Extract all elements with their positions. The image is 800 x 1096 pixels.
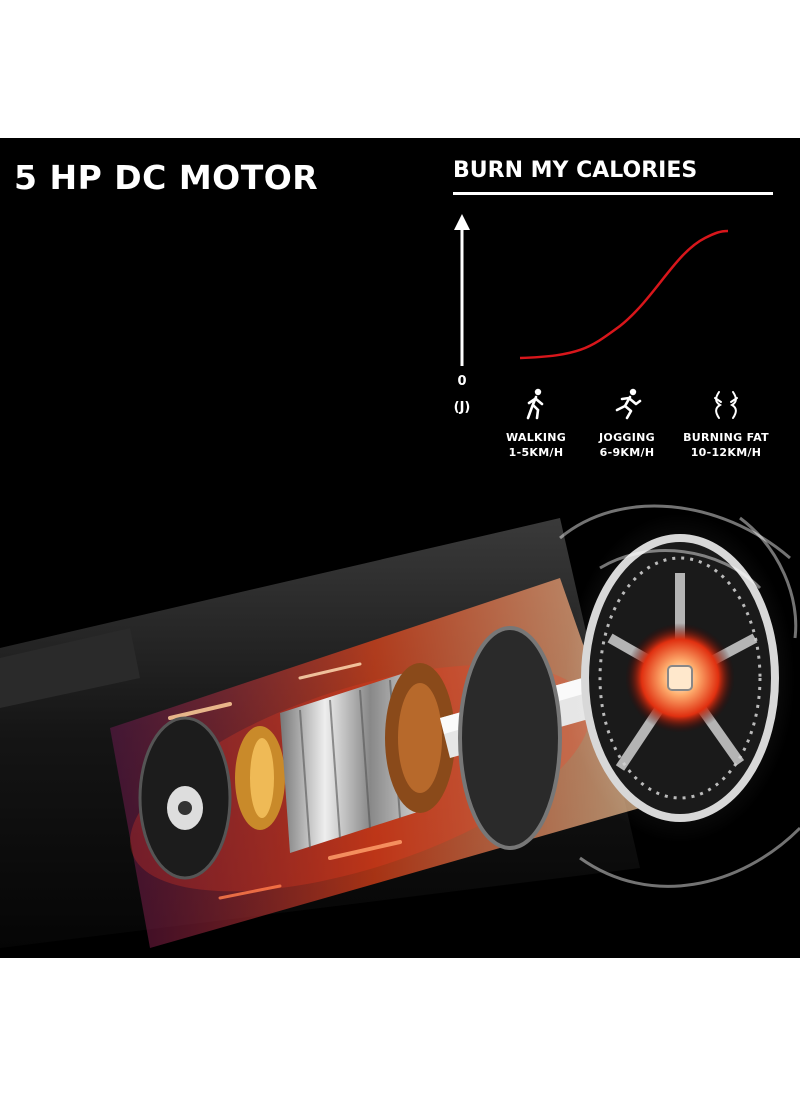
chart-title: BURN MY CALORIES (453, 158, 698, 183)
headline: 5 HP DC MOTOR (14, 158, 319, 197)
walking-person-icon (526, 388, 544, 420)
body-fat-icon (714, 391, 738, 419)
running-person-icon (615, 388, 642, 420)
activity-jogging: JOGGING 6-9KM/H (572, 388, 682, 460)
activity-name: JOGGING (599, 431, 655, 444)
activity-name: BURNING FAT (683, 431, 769, 444)
calorie-curve-chart (454, 214, 729, 366)
calorie-curve (519, 229, 729, 360)
activity-walking: WALKING 1-5KM/H (481, 388, 591, 460)
chart-title-underline (453, 192, 773, 195)
motor-feature-panel: 5 HP DC MOTOR BURN MY CALORIES 0 (J) WAL… (0, 138, 800, 958)
activity-speed: 1-5KM/H (508, 446, 564, 459)
y-axis-arrow (454, 214, 470, 366)
y-axis-unit-label: (J) (453, 400, 471, 415)
activity-name: WALKING (505, 431, 567, 444)
motor-cutaway-illustration (0, 504, 800, 948)
activity-burning-fat: BURNING FAT 10-12KM/H (671, 388, 781, 460)
activity-speed: 10-12KM/H (690, 446, 762, 459)
y-axis-origin-label: 0 (457, 374, 467, 389)
activity-speed: 6-9KM/H (599, 446, 655, 459)
